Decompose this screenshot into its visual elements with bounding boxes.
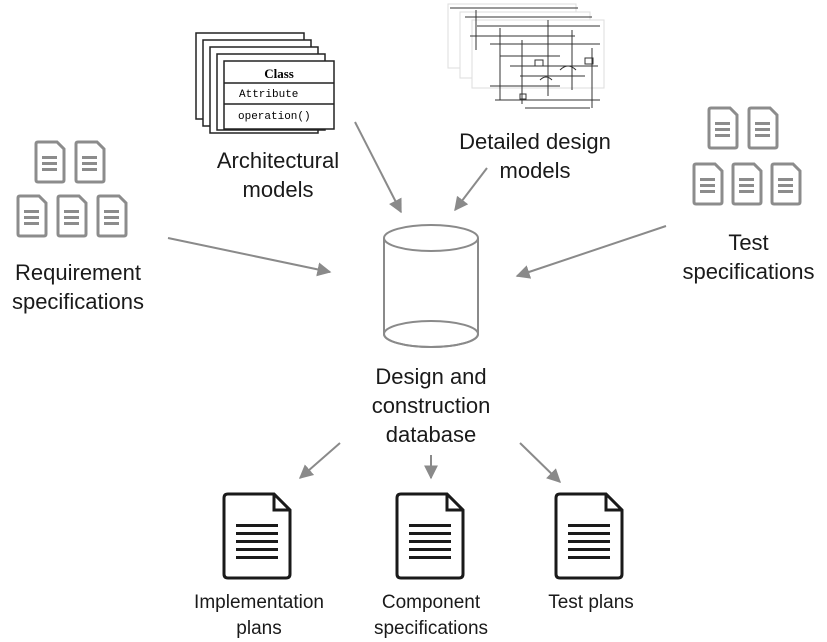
component-label-line2: specifications (373, 618, 489, 639)
arrow-db-to-implementation (298, 442, 341, 479)
arrow-detailed-to-db (454, 167, 488, 212)
architectural-label-line2: models (242, 177, 314, 202)
component-specifications-label: Component specifications (356, 590, 506, 642)
design-construction-database-label: Design and construction database (350, 362, 512, 449)
architectural-label-line1: Architectural (216, 148, 340, 173)
requirement-specifications-label: Requirement specifications (0, 258, 156, 316)
class-attribute-text: Attribute (239, 89, 298, 101)
arrow-test-spec-to-db (515, 225, 667, 279)
requirement-label-line1: Requirement (15, 260, 141, 285)
implementation-plans-doc-icon (222, 492, 292, 580)
implementation-label-line1: Implementation (194, 592, 324, 613)
database-label-line2: construction (371, 393, 491, 418)
sequence-diagram-stack-icon (447, 3, 605, 109)
implementation-label-line2: plans (236, 618, 282, 639)
requirement-docs-icon (16, 140, 128, 238)
database-label-line1: Design and (375, 364, 487, 389)
component-specs-doc-icon (395, 492, 465, 580)
test-spec-docs-icon (692, 106, 802, 206)
detailed-label-line1: Detailed design (459, 129, 611, 154)
test-specifications-label: Test specifications (670, 228, 827, 286)
test-spec-label-line1: Test (728, 230, 769, 255)
test-spec-label-line2: specifications (682, 259, 815, 284)
arrow-requirements-to-db (167, 237, 332, 277)
architectural-models-label: Architectural models (198, 146, 358, 204)
arrow-db-to-test-plans (519, 442, 562, 483)
class-diagram-stack-icon: Class Attribute operation() (195, 32, 335, 134)
class-operation-text: operation() (238, 111, 311, 123)
implementation-plans-label: Implementation plans (176, 590, 342, 642)
test-plans-label: Test plans (526, 590, 656, 616)
detailed-design-models-label: Detailed design models (450, 127, 620, 185)
test-plans-doc-icon (554, 492, 624, 580)
component-label-line1: Component (381, 592, 481, 613)
database-label-line3: database (385, 422, 477, 447)
test-plans-label-line1: Test plans (548, 592, 634, 613)
database-cylinder-icon (383, 224, 479, 348)
arrow-architectural-to-db (354, 121, 402, 214)
detailed-label-line2: models (499, 158, 571, 183)
class-name-text: Class (264, 66, 294, 81)
requirement-label-line2: specifications (11, 289, 145, 314)
